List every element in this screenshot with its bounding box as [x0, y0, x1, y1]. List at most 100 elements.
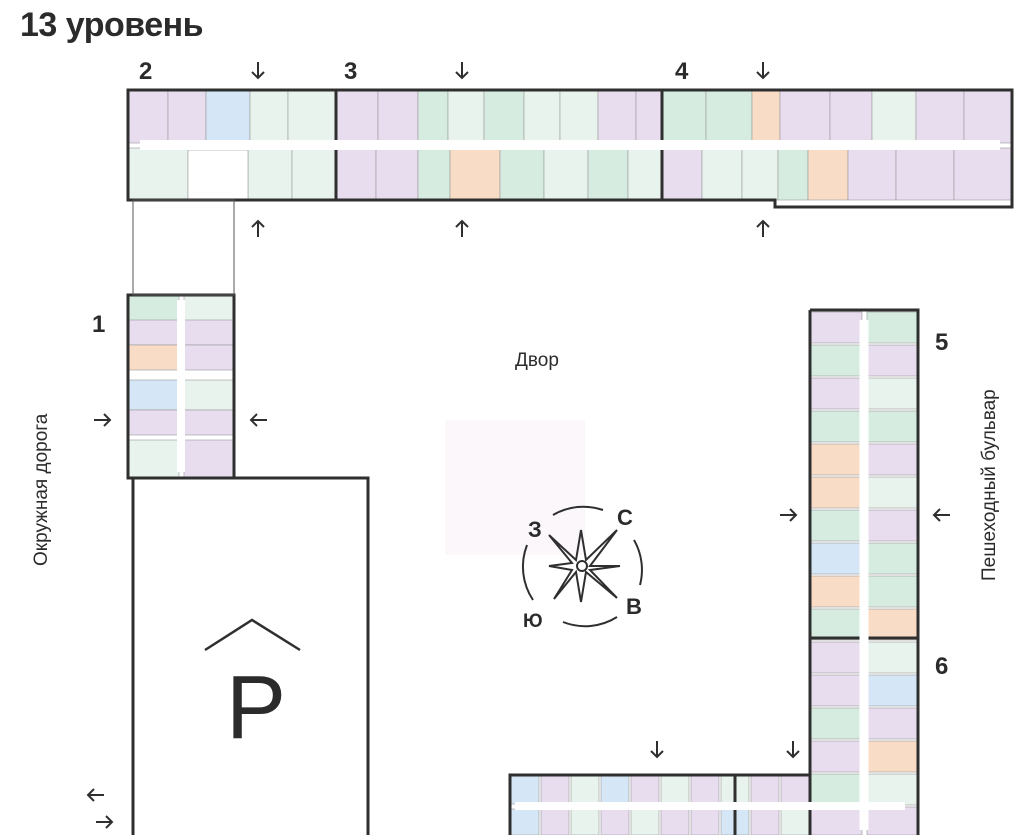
apartment[interactable]	[499, 147, 545, 201]
apartment[interactable]	[810, 806, 863, 835]
apartment[interactable]	[810, 542, 863, 575]
apartment[interactable]	[866, 542, 918, 575]
apartment[interactable]	[167, 90, 207, 144]
apartment[interactable]	[377, 90, 419, 144]
apartment[interactable]	[183, 439, 234, 478]
apartment[interactable]	[866, 410, 918, 443]
apartment[interactable]	[128, 439, 180, 478]
apartment[interactable]	[183, 295, 234, 322]
apartment[interactable]	[866, 377, 918, 410]
apartment[interactable]	[375, 147, 419, 201]
apartment[interactable]	[510, 775, 540, 805]
apartment[interactable]	[866, 674, 918, 707]
apartment[interactable]	[630, 808, 660, 835]
apartment[interactable]	[690, 808, 720, 835]
apartment[interactable]	[866, 608, 918, 641]
apartment[interactable]	[291, 147, 337, 201]
apartment[interactable]	[630, 775, 660, 805]
apartment[interactable]	[183, 409, 234, 436]
apartment[interactable]	[660, 808, 690, 835]
apartment[interactable]	[128, 344, 180, 371]
apartment[interactable]	[750, 775, 780, 805]
apartment[interactable]	[661, 90, 707, 144]
apartment[interactable]	[287, 90, 337, 144]
apartment[interactable]	[570, 775, 600, 805]
apartment[interactable]	[128, 295, 180, 322]
apartment[interactable]	[810, 674, 863, 707]
apartment[interactable]	[183, 379, 234, 411]
apartment[interactable]	[417, 90, 449, 144]
apartment[interactable]	[871, 90, 917, 144]
apartment[interactable]	[810, 773, 863, 806]
apartment[interactable]	[750, 808, 780, 835]
apartment[interactable]	[128, 379, 180, 411]
apartment[interactable]	[523, 90, 561, 144]
apartment[interactable]	[780, 808, 810, 835]
apartment[interactable]	[810, 641, 863, 674]
apartment[interactable]	[128, 319, 180, 346]
apartment[interactable]	[866, 806, 918, 835]
apartment[interactable]	[866, 740, 918, 773]
apartment[interactable]	[810, 344, 863, 377]
apartment[interactable]	[205, 90, 251, 144]
apartment[interactable]	[810, 377, 863, 410]
apartment[interactable]	[187, 149, 249, 201]
apartment[interactable]	[597, 90, 637, 144]
apartment[interactable]	[128, 409, 180, 436]
apartment[interactable]	[627, 147, 663, 201]
apartment[interactable]	[417, 147, 451, 201]
apartment[interactable]	[449, 147, 501, 201]
apartment[interactable]	[127, 147, 189, 201]
apartment[interactable]	[810, 575, 863, 608]
apartment[interactable]	[559, 90, 599, 144]
apartment[interactable]	[635, 90, 663, 144]
apartment[interactable]	[690, 775, 720, 805]
apartment[interactable]	[660, 775, 690, 805]
apartment[interactable]	[127, 90, 169, 144]
apartment[interactable]	[810, 476, 863, 509]
apartment[interactable]	[540, 775, 570, 805]
apartment[interactable]	[780, 775, 810, 805]
apartment[interactable]	[866, 476, 918, 509]
apartment[interactable]	[810, 443, 863, 476]
apartment[interactable]	[543, 147, 589, 201]
apartment[interactable]	[751, 90, 781, 144]
apartment[interactable]	[810, 608, 863, 641]
apartment[interactable]	[540, 808, 570, 835]
apartment[interactable]	[600, 775, 630, 805]
apartment[interactable]	[183, 319, 234, 346]
apartment[interactable]	[866, 509, 918, 542]
apartment[interactable]	[866, 773, 918, 806]
apartment[interactable]	[810, 740, 863, 773]
apartment[interactable]	[953, 147, 1013, 201]
apartment[interactable]	[810, 311, 863, 344]
apartment[interactable]	[335, 147, 377, 201]
apartment[interactable]	[447, 90, 485, 144]
apartment[interactable]	[963, 90, 1013, 144]
apartment[interactable]	[335, 90, 379, 144]
apartment[interactable]	[510, 808, 540, 835]
apartment[interactable]	[249, 90, 289, 144]
apartment[interactable]	[570, 808, 600, 835]
apartment[interactable]	[810, 707, 863, 740]
apartment[interactable]	[741, 147, 779, 201]
apartment[interactable]	[915, 90, 965, 144]
apartment[interactable]	[866, 707, 918, 740]
apartment[interactable]	[895, 147, 955, 201]
apartment[interactable]	[810, 410, 863, 443]
apartment[interactable]	[705, 90, 753, 144]
apartment[interactable]	[483, 90, 525, 144]
apartment[interactable]	[779, 90, 831, 144]
apartment[interactable]	[866, 443, 918, 476]
apartment[interactable]	[587, 147, 629, 201]
apartment[interactable]	[866, 641, 918, 674]
apartment[interactable]	[600, 808, 630, 835]
apartment[interactable]	[701, 147, 743, 201]
apartment[interactable]	[777, 147, 809, 201]
apartment[interactable]	[183, 344, 234, 371]
apartment[interactable]	[661, 147, 703, 201]
apartment[interactable]	[807, 147, 849, 201]
apartment[interactable]	[866, 311, 918, 344]
apartment[interactable]	[866, 344, 918, 377]
apartment[interactable]	[810, 509, 863, 542]
